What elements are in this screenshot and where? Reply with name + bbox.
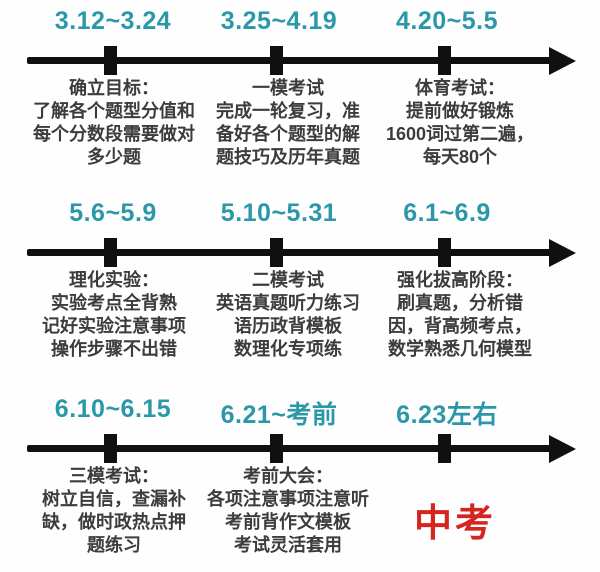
event-date: 4.20~5.5 bbox=[395, 7, 499, 35]
description-line: 一模考试 bbox=[252, 78, 324, 98]
event-date: 6.10~6.15 bbox=[54, 395, 172, 423]
timeline-tick bbox=[270, 434, 283, 463]
timeline-row-may-june: 5.6~5.9 5.10~5.31 6.1~6.9 理化实验： 实验考点全背熟 … bbox=[0, 192, 600, 384]
timeline-tick bbox=[438, 238, 451, 267]
description-line: 英语真题听力练习 bbox=[216, 293, 360, 313]
event-description: 强化拔高阶段： 刷真题，分析错 因，背高频考点， 数学熟悉几何模型 bbox=[388, 269, 532, 361]
event-date: 3.12~3.24 bbox=[54, 7, 172, 35]
timeline-arrow bbox=[27, 249, 551, 256]
description-line: 1600词过第二遍， bbox=[385, 124, 535, 144]
description-line: 提前做好锻炼 bbox=[405, 101, 514, 121]
description-line: 记好实验注意事项 bbox=[42, 316, 186, 336]
event-description: 确立目标： 了解各个题型分值和 每个分数段需要做对 多少题 bbox=[33, 77, 195, 169]
event-date: 6.1~6.9 bbox=[403, 199, 491, 227]
description-line: 题练习 bbox=[87, 535, 141, 555]
event-description: 三模考试： 树立自信，查漏补 缺，做时政热点押 题练习 bbox=[42, 465, 186, 557]
description-line: 操作步骤不出错 bbox=[51, 339, 177, 359]
description-line: 缺，做时政热点押 bbox=[42, 512, 186, 532]
timeline-tick bbox=[104, 238, 117, 267]
timeline-row-march-may: 3.12~3.24 3.25~4.19 4.20~5.5 确立目标： 了解各个题… bbox=[0, 0, 600, 192]
event-description: 一模考试 完成一轮复习，准 备好各个题型的解 题技巧及历年真题 bbox=[216, 77, 360, 169]
description-line: 三模考试： bbox=[69, 466, 159, 486]
timeline-tick bbox=[270, 46, 283, 75]
description-line: 理化实验： bbox=[69, 270, 159, 290]
description-line: 确立目标： bbox=[69, 78, 159, 98]
description-line: 各项注意事项注意听 bbox=[207, 489, 369, 509]
description-line: 因，背高频考点， bbox=[388, 316, 532, 336]
description-line: 语历政背模板 bbox=[234, 316, 342, 336]
event-description: 体育考试： 提前做好锻炼 1600词过第二遍， 每天80个 bbox=[386, 77, 534, 169]
description-line: 二模考试 bbox=[252, 270, 324, 290]
description-line: 每天80个 bbox=[422, 147, 498, 167]
event-date: 3.25~4.19 bbox=[220, 7, 338, 35]
description-line: 题技巧及历年真题 bbox=[216, 147, 360, 167]
timeline-tick bbox=[438, 46, 451, 75]
event-date: 5.6~5.9 bbox=[69, 199, 157, 227]
description-line: 考前大会： bbox=[243, 466, 333, 486]
event-description: 二模考试 英语真题听力练习 语历政背模板 数理化专项练 bbox=[216, 269, 360, 361]
description-line: 考试灵活套用 bbox=[234, 535, 342, 555]
final-exam-label: 中考 bbox=[413, 503, 497, 545]
timeline-tick bbox=[438, 434, 451, 463]
description-line: 实验考点全背熟 bbox=[51, 293, 177, 313]
timeline-arrow bbox=[27, 445, 551, 452]
description-line: 考前背作文模板 bbox=[225, 512, 351, 532]
description-line: 树立自信，查漏补 bbox=[42, 489, 186, 509]
description-line: 数学熟悉几何模型 bbox=[388, 339, 532, 359]
description-line: 完成一轮复习，准 bbox=[216, 101, 360, 121]
description-line: 刷真题，分析错 bbox=[397, 293, 523, 313]
event-date: 6.21~考前 bbox=[220, 401, 338, 429]
event-date: 5.10~5.31 bbox=[220, 199, 338, 227]
description-line: 多少题 bbox=[87, 147, 141, 167]
event-description: 理化实验： 实验考点全背熟 记好实验注意事项 操作步骤不出错 bbox=[42, 269, 186, 361]
description-line: 数理化专项练 bbox=[234, 339, 342, 359]
event-description: 考前大会： 各项注意事项注意听 考前背作文模板 考试灵活套用 bbox=[207, 465, 369, 557]
description-line: 备好各个题型的解 bbox=[216, 124, 360, 144]
description-line: 强化拔高阶段： bbox=[397, 270, 523, 290]
timeline-tick bbox=[104, 46, 117, 75]
description-line: 了解各个题型分值和 bbox=[33, 101, 195, 121]
timeline-arrow bbox=[27, 57, 551, 64]
event-date: 6.23左右 bbox=[396, 401, 498, 429]
description-line: 每个分数段需要做对 bbox=[33, 124, 195, 144]
timeline-tick bbox=[104, 434, 117, 463]
timeline-row-june-exam: 6.10~6.15 6.21~考前 6.23左右 三模考试： 树立自信，查漏补 … bbox=[0, 388, 600, 572]
description-line: 体育考试： bbox=[414, 78, 505, 98]
timeline-tick bbox=[270, 238, 283, 267]
